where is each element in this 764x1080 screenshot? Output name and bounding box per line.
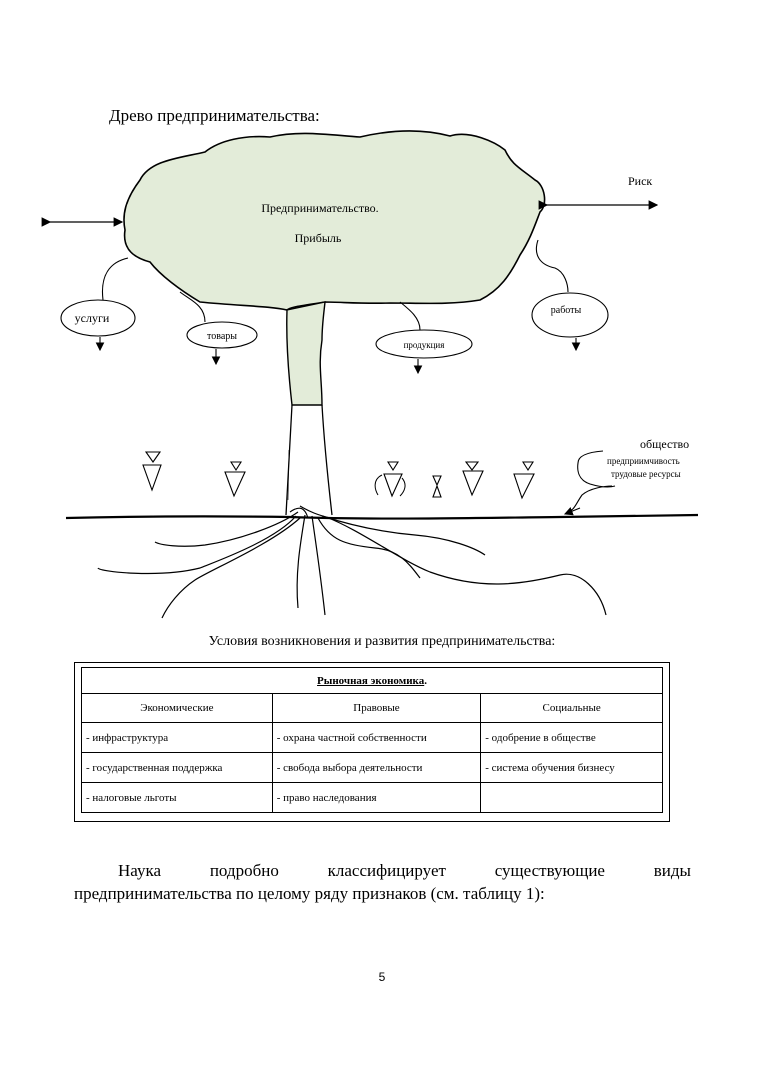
table-cell: - право наследования xyxy=(271,782,482,813)
works-label: работы xyxy=(551,305,582,316)
body-paragraph: Наука подробно классифицирует существующ… xyxy=(74,859,691,905)
tree-diagram: Риск Предпринимательство. Прибыль услуги… xyxy=(41,130,699,619)
branch-services xyxy=(101,257,129,301)
table-cell xyxy=(480,782,663,813)
conditions-title: Условия возникновения и развития предпри… xyxy=(208,634,556,649)
tree-crown xyxy=(123,130,546,311)
col-legal: Правовые xyxy=(271,693,482,723)
col-economic: Экономические xyxy=(81,693,273,723)
table-cell: - одобрение в обществе xyxy=(480,722,663,753)
ground-line xyxy=(65,513,699,520)
services-label: услуги xyxy=(75,311,110,325)
tree-trunk-lower xyxy=(285,404,333,516)
crown-label-2: Прибыль xyxy=(295,231,342,245)
table-header-text: Рыночная экономика xyxy=(317,674,425,687)
crown-label-1: Предпринимательство. xyxy=(261,201,378,215)
ground-figures xyxy=(142,451,535,500)
table-row: - инфраструктура - охрана частной собств… xyxy=(81,722,663,753)
table-cell: - инфраструктура xyxy=(81,722,273,753)
conditions-table: Рыночная экономика. Экономические Правов… xyxy=(81,667,663,813)
branch-goods xyxy=(179,291,206,323)
branch-products xyxy=(399,301,421,331)
table-row: - налоговые льготы - право наследования xyxy=(81,782,663,813)
oval-products xyxy=(375,329,473,359)
products-label: продукция xyxy=(404,340,445,350)
conditions-table-frame: Рыночная экономика. Экономические Правов… xyxy=(74,662,670,822)
paragraph-word: виды xyxy=(653,861,691,880)
branch-works xyxy=(535,239,569,293)
table-cell: - государственная поддержка xyxy=(81,752,273,783)
society-label: общество xyxy=(640,437,689,451)
tree-roots xyxy=(97,505,607,619)
tree-title: Древо предпринимательства: xyxy=(109,106,320,125)
page-number: 5 xyxy=(378,970,386,984)
paragraph-line-2: предпринимательства по целому ряду призн… xyxy=(74,884,545,903)
paragraph-word: подробно xyxy=(209,861,279,880)
goods-label: товары xyxy=(207,331,237,342)
paragraph-word: классифицирует xyxy=(327,861,446,880)
table-cell: - налоговые льготы xyxy=(81,782,273,813)
paragraph-line-1: Наука подробно классифицирует существующ… xyxy=(74,859,691,882)
table-cell: - система обучения бизнесу xyxy=(480,752,663,783)
paragraph-word: Наука xyxy=(118,861,162,880)
table-cell: - охрана частной собственности xyxy=(271,722,482,753)
table-row: - государственная поддержка - свобода вы… xyxy=(81,752,663,783)
col-social: Социальные xyxy=(480,693,663,723)
oval-goods xyxy=(186,321,258,349)
paragraph-word: существующие xyxy=(494,861,605,880)
oval-works xyxy=(531,292,609,338)
enterprise-label: предприимчивость xyxy=(607,456,680,466)
labor-label: трудовые ресурсы xyxy=(611,469,681,479)
table-header: Рыночная экономика. xyxy=(81,667,663,694)
risk-label: Риск xyxy=(628,174,652,188)
tree-trunk-upper xyxy=(286,301,326,406)
oval-services xyxy=(60,299,136,337)
table-cell: - свобода выбора деятельности xyxy=(271,752,482,783)
